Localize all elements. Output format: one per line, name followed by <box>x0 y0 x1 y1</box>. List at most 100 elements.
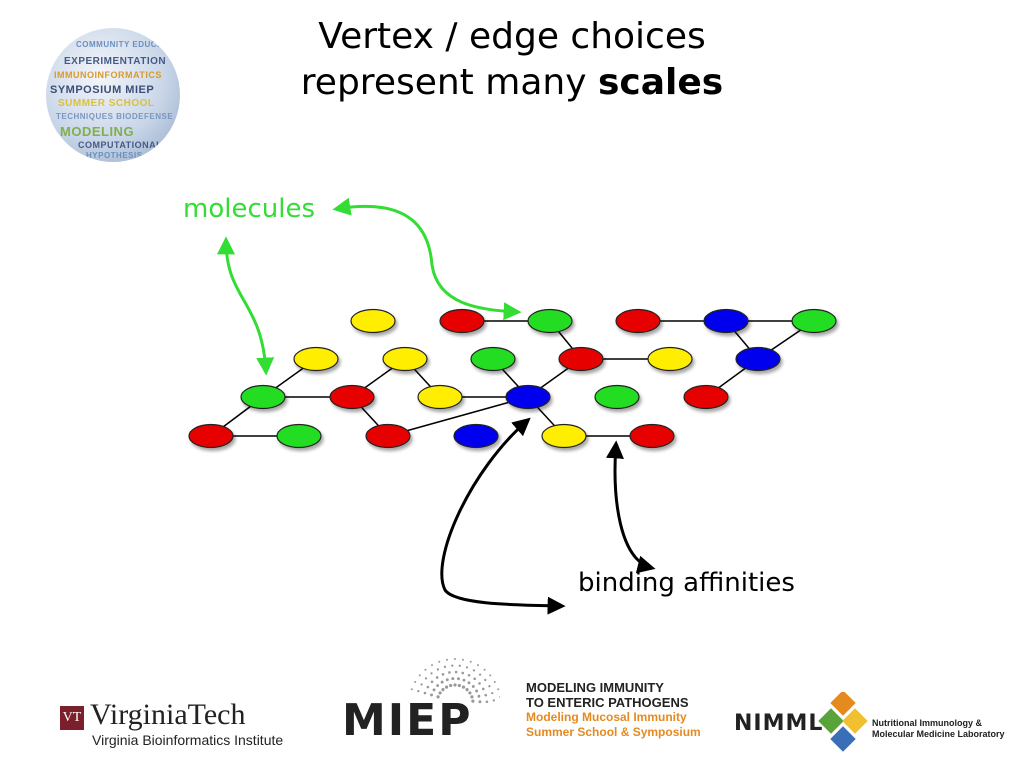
graph-node-red <box>558 346 604 372</box>
miep-dot <box>492 699 495 702</box>
miep-dot <box>457 677 460 681</box>
miep-dot <box>478 682 481 685</box>
miep-dot <box>477 694 481 698</box>
graph-nodes <box>188 308 837 449</box>
miep-dot <box>438 660 441 663</box>
graph-edge <box>387 396 529 437</box>
binding-affinities-label: binding affinities <box>578 568 795 598</box>
vt-shield-icon: VT <box>60 706 84 730</box>
binding-arrow-right <box>605 440 656 574</box>
miep-dot <box>470 695 474 699</box>
graph-node-blue <box>453 423 499 449</box>
nimml-logo-text: Nutritional Immunology & Molecular Medic… <box>872 718 1005 740</box>
miep-dot <box>440 680 444 684</box>
title-line-2: represent many scales <box>212 60 812 106</box>
graph-node-green <box>240 384 286 410</box>
miep-dot <box>451 677 455 681</box>
miep-dot <box>431 664 433 667</box>
miep-dot <box>462 678 466 682</box>
graph-node-red <box>439 308 485 334</box>
molecules-label: molecules <box>183 194 315 224</box>
miep-dot <box>454 670 458 674</box>
miep-dot <box>461 671 465 675</box>
nimml-line-1: Nutritional Immunology & <box>872 718 982 728</box>
graph-edges <box>210 320 815 437</box>
molecules-arrow-down <box>217 236 275 376</box>
miep-dot <box>477 664 479 667</box>
miep-dot <box>438 691 442 695</box>
miep-line-2: TO ENTERIC PATHOGENS <box>526 695 689 710</box>
miep-dot <box>499 696 500 698</box>
graph-node-red <box>365 423 411 449</box>
miep-dot <box>458 664 461 667</box>
miep-dot <box>424 668 427 671</box>
miep-dot <box>488 685 491 688</box>
miep-dot <box>436 695 440 699</box>
miep-dots-icon <box>410 658 500 704</box>
miep-dot <box>461 658 464 661</box>
miep-dot <box>441 688 445 692</box>
miep-dot <box>473 677 477 681</box>
miep-dot <box>478 673 482 676</box>
title-emphasis: scales <box>597 62 724 103</box>
graph-node-red <box>188 423 234 449</box>
graph-node-green <box>791 308 837 334</box>
miep-logo-text: MODELING IMMUNITY TO ENTERIC PATHOGENS M… <box>526 680 701 740</box>
miep-line-4: Summer School & Symposium <box>526 725 701 739</box>
graph-node-blue <box>703 308 749 334</box>
miep-dot <box>454 658 456 660</box>
miep-dot <box>467 673 471 677</box>
miep-dot <box>491 691 494 695</box>
graph-node-red <box>683 384 729 410</box>
miep-dot <box>420 683 423 686</box>
globe-word: TECHNIQUES BIODEFENSE <box>56 112 174 121</box>
graph-node-yellow <box>382 346 428 372</box>
miep-dot <box>444 685 449 689</box>
globe-word: HYPOTHESIS <box>86 151 143 160</box>
miep-dot <box>417 690 420 693</box>
miep-dot <box>430 672 433 675</box>
miep-dot <box>471 699 475 703</box>
miep-logo-word: MIEP <box>342 695 473 746</box>
nimml-logo-word: NIMML <box>734 711 824 736</box>
graph-node-yellow <box>541 423 587 449</box>
globe-word: IMMUNOINFORMATICS <box>54 70 162 80</box>
nimml-line-2: Molecular Medicine Laboratory <box>872 729 1005 739</box>
miep-dot <box>489 674 492 677</box>
summer-school-globe-logo: COMMUNITY EDUCATION EXPERIMENTATION IMMU… <box>46 28 180 162</box>
globe-word: EXPERIMENTATION <box>64 56 167 67</box>
miep-dot <box>483 668 486 671</box>
miep-dot <box>461 685 466 689</box>
miep-dot <box>418 674 421 677</box>
miep-dot <box>443 665 447 668</box>
graph-node-blue <box>735 346 781 372</box>
miep-dot <box>441 673 445 676</box>
title-line-2-text: represent many <box>300 62 598 103</box>
miep-dot <box>469 660 472 663</box>
title-line-1: Vertex / edge choices <box>318 16 706 57</box>
miep-dot <box>448 671 451 674</box>
graph-node-red <box>329 384 375 410</box>
graph-node-blue <box>505 384 551 410</box>
vt-institute: Virginia Bioinformatics Institute <box>92 732 284 748</box>
miep-dot <box>497 688 500 691</box>
miep-dot <box>465 688 469 692</box>
globe-word: COMMUNITY EDUCATION <box>76 40 180 49</box>
graph-node-yellow <box>417 384 463 410</box>
globe-word: MODELING <box>60 124 135 139</box>
miep-dot <box>478 700 482 704</box>
graph-node-green <box>527 308 573 334</box>
miep-dot <box>414 681 417 683</box>
miep-dot <box>410 688 413 691</box>
miep-dot <box>436 668 440 671</box>
miep-dot <box>468 691 472 695</box>
globe-word: COMPUTATIONAL <box>78 140 163 150</box>
miep-dot <box>436 684 440 687</box>
miep-dot <box>432 688 436 692</box>
miep-line-3: Modeling Mucosal Immunity <box>526 710 687 724</box>
miep-dot <box>445 678 449 682</box>
globe-word: SUMMER SCHOOL <box>58 98 155 109</box>
miep-dot <box>426 685 430 689</box>
miep-dot <box>423 691 427 695</box>
